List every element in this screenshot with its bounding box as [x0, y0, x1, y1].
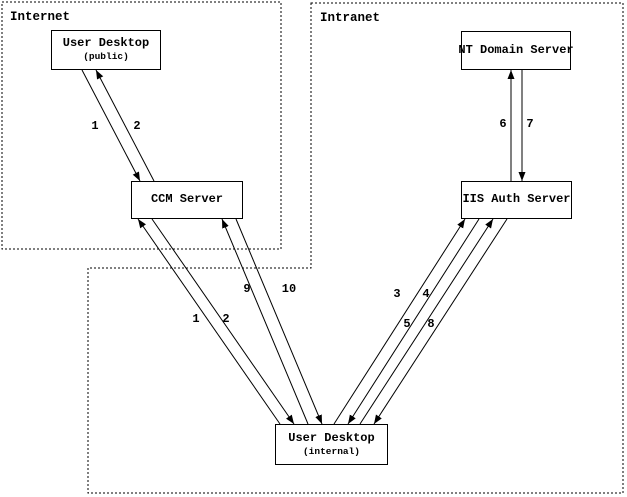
- zone-outline-internet: [1, 1, 282, 250]
- edge-arrow-ccm-server-to-user-desktop-public: [95, 69, 155, 182]
- edge-label-1: 1: [192, 312, 199, 326]
- edge-label-5: 5: [403, 317, 410, 331]
- edge-label-8: 8: [427, 317, 434, 331]
- edge-label-3: 3: [393, 287, 400, 301]
- edge-label-6: 6: [499, 117, 506, 131]
- edge-label-10: 10: [282, 282, 296, 296]
- node-title: User Desktop: [288, 430, 375, 445]
- zone-label-internet: Internet: [10, 10, 71, 24]
- edge-arrow-user-desktop-internal-to-iis-auth-server: [359, 218, 494, 425]
- node-subtitle: (public): [83, 51, 129, 63]
- edge-label-1: 1: [91, 119, 98, 133]
- edge-arrow-user-desktop-internal-to-ccm-server: [137, 218, 281, 425]
- edge-arrow-user-desktop-internal-to-ccm-server: [221, 218, 309, 425]
- edge-arrow-ccm-server-to-user-desktop-internal: [235, 218, 323, 425]
- node-title: IIS Auth Server: [462, 192, 571, 207]
- edge-arrow-iis-auth-server-to-user-desktop-internal: [347, 218, 480, 425]
- edge-arrow-ccm-server-to-user-desktop-internal: [151, 218, 295, 425]
- node-title: User Desktop: [62, 36, 150, 51]
- zone-label-intranet: Intranet: [320, 11, 381, 25]
- node-subtitle: (internal): [302, 445, 360, 457]
- edge-label-7: 7: [526, 117, 533, 131]
- node-ccm-server: CCM Server: [131, 181, 243, 219]
- node-nt-domain-server: NT Domain Server: [458, 31, 574, 70]
- node-title: CCM Server: [150, 192, 223, 207]
- edge-label-4: 4: [422, 287, 429, 301]
- edge-label-2: 2: [133, 119, 140, 133]
- edge-arrow-user-desktop-public-to-ccm-server: [81, 69, 141, 182]
- edge-arrow-user-desktop-internal-to-iis-auth-server: [333, 218, 466, 425]
- zone-outline-intranet: [87, 2, 624, 494]
- edge-arrow-iis-auth-server-to-user-desktop-internal: [373, 218, 508, 425]
- edge-label-9: 9: [243, 282, 250, 296]
- node-title: NT Domain Server: [458, 42, 574, 57]
- edge-label-2: 2: [222, 312, 229, 326]
- node-user-desktop-internal: User Desktop (internal): [275, 424, 388, 465]
- node-iis-auth-server: IIS Auth Server: [461, 181, 572, 219]
- node-user-desktop-public: User Desktop (public): [51, 30, 161, 70]
